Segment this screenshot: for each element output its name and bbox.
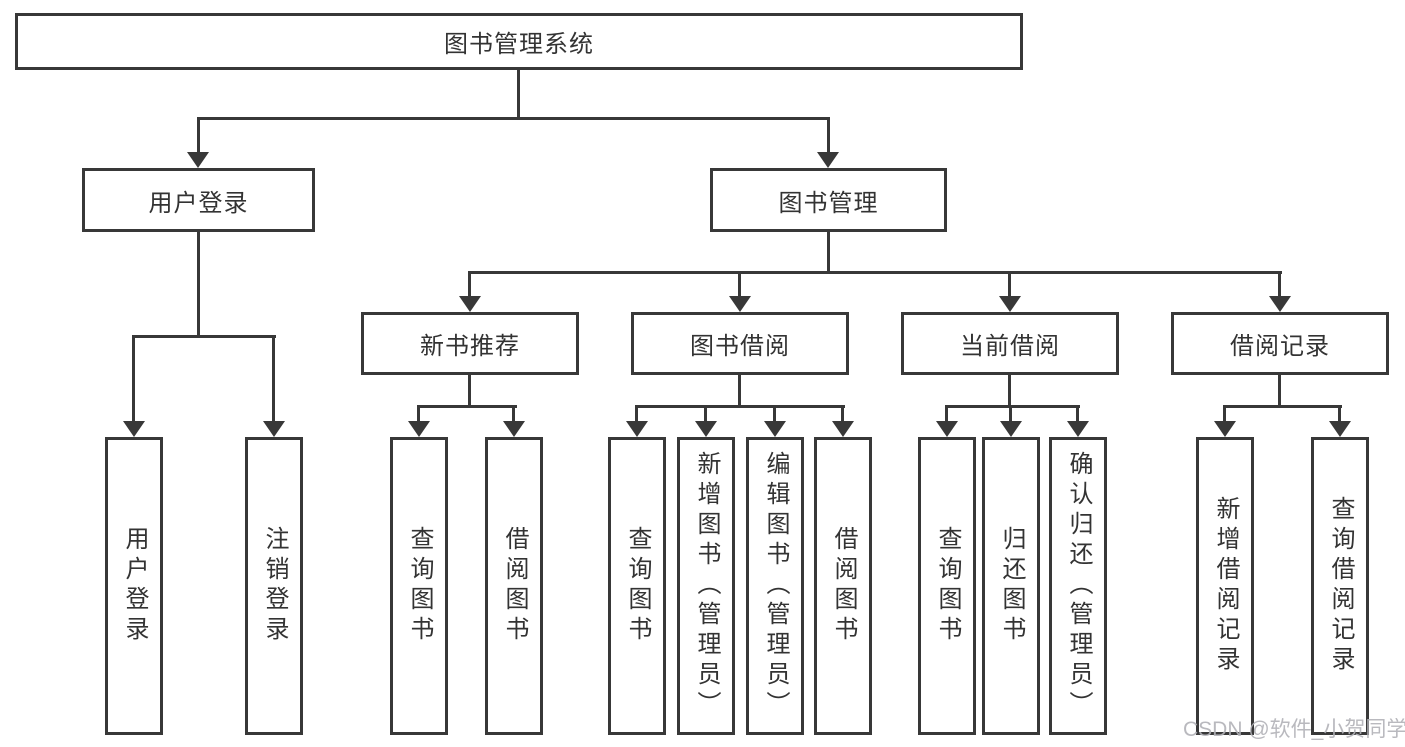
connector-currentborrow-leaf2-stem	[1009, 405, 1012, 423]
leaf-user-login: 用户登录	[105, 437, 163, 735]
arrowhead-leaf-userlogin	[123, 421, 145, 437]
connector-currentborrow-leaf1-stem	[945, 405, 948, 423]
connector-newbooks-leaf1-stem	[417, 405, 420, 423]
arrowhead-bookborrow-leaf4	[832, 421, 854, 437]
connector-currentborrow-stem	[1008, 271, 1011, 298]
leaf-borrow-borrow: 借阅图书	[814, 437, 872, 735]
leaf-borrow-query-label: 查询图书	[624, 526, 651, 646]
leaf-current-confirm-admin: 确认归还（管理员）	[1049, 437, 1107, 735]
connector-bookborrow-stem	[738, 271, 741, 298]
connector-leaf-logout-stem	[272, 335, 275, 423]
node-user-login: 用户登录	[82, 168, 315, 232]
connector-bookmgmt-down	[827, 232, 830, 273]
node-borrow-records: 借阅记录	[1171, 312, 1389, 375]
leaf-borrow-edit-admin: 编辑图书（管理员）	[746, 437, 804, 735]
arrowhead-bookborrow-leaf1	[626, 421, 648, 437]
node-new-books-label: 新书推荐	[420, 333, 520, 360]
arrowhead-currentborrow-leaf1	[936, 421, 958, 437]
node-root-label: 图书管理系统	[444, 31, 594, 58]
arrowhead-borrowrecords	[1269, 296, 1291, 312]
leaf-newbooks-borrow-label: 借阅图书	[501, 526, 528, 646]
leaf-logout: 注销登录	[245, 437, 303, 735]
node-book-management: 图书管理	[710, 168, 947, 232]
node-root-library-system: 图书管理系统	[15, 13, 1023, 70]
connector-bookborrow-leaf4-stem	[841, 405, 844, 423]
connector-bookborrow-down	[738, 375, 741, 407]
connector-newbooks-down	[468, 375, 471, 407]
leaf-borrow-add-admin-label: 新增图书（管理员）	[693, 451, 720, 721]
leaf-records-query: 查询借阅记录	[1311, 437, 1369, 735]
node-book-borrow: 图书借阅	[631, 312, 849, 375]
leaf-current-query: 查询图书	[918, 437, 976, 735]
connector-borrowrecords-crossbar	[1223, 405, 1342, 408]
connector-borrowrecords-leaf1-stem	[1223, 405, 1226, 423]
connector-bookborrow-crossbar	[635, 405, 845, 408]
leaf-records-query-label: 查询借阅记录	[1327, 496, 1354, 676]
connector-currentborrow-leaf3-stem	[1076, 405, 1079, 423]
connector-leaf-userlogin-stem	[132, 335, 135, 423]
connector-newbooks-stem	[468, 271, 471, 298]
node-current-borrow-label: 当前借阅	[960, 333, 1060, 360]
arrowhead-bookborrow-leaf3	[764, 421, 786, 437]
leaf-current-confirm-admin-label: 确认归还（管理员）	[1065, 451, 1092, 721]
arrowhead-userlogin	[187, 152, 209, 168]
arrowhead-currentborrow-leaf2	[1000, 421, 1022, 437]
leaf-borrow-edit-admin-label: 编辑图书（管理员）	[762, 451, 789, 721]
leaf-user-login-label: 用户登录	[121, 526, 148, 646]
connector-currentborrow-down	[1008, 375, 1011, 407]
leaf-newbooks-borrow: 借阅图书	[485, 437, 543, 735]
leaf-current-query-label: 查询图书	[934, 526, 961, 646]
arrowhead-borrowrecords-leaf1	[1214, 421, 1236, 437]
connector-userlogin-stem	[197, 117, 200, 154]
leaf-current-return-label: 归还图书	[998, 526, 1025, 646]
connector-bookmgmt-stem	[827, 117, 830, 154]
leaf-logout-label: 注销登录	[261, 526, 288, 646]
connector-bookborrow-leaf1-stem	[635, 405, 638, 423]
connector-newbooks-crossbar	[417, 405, 517, 408]
connector-level2-crossbar	[197, 117, 830, 120]
csdn-watermark: CSDN @软件_小贺同学	[1183, 718, 1405, 741]
node-book-management-label: 图书管理	[778, 189, 879, 217]
connector-root-stem	[517, 70, 520, 119]
arrowhead-bookborrow	[729, 296, 751, 312]
arrowhead-newbooks-leaf2	[503, 421, 525, 437]
arrowhead-currentborrow-leaf3	[1067, 421, 1089, 437]
connector-borrowrecords-down	[1278, 375, 1281, 407]
arrowhead-bookmgmt	[817, 152, 839, 168]
leaf-current-return: 归还图书	[982, 437, 1040, 735]
leaf-records-add: 新增借阅记录	[1196, 437, 1254, 735]
node-book-borrow-label: 图书借阅	[690, 333, 790, 360]
connector-userlogin-down	[197, 232, 200, 337]
node-borrow-records-label: 借阅记录	[1230, 333, 1330, 360]
leaf-borrow-add-admin: 新增图书（管理员）	[677, 437, 735, 735]
arrowhead-newbooks	[459, 296, 481, 312]
connector-bookborrow-leaf2-stem	[704, 405, 707, 423]
arrowhead-borrowrecords-leaf2	[1329, 421, 1351, 437]
arrowhead-currentborrow	[999, 296, 1021, 312]
leaf-records-add-label: 新增借阅记录	[1212, 496, 1239, 676]
connector-newbooks-leaf2-stem	[512, 405, 515, 423]
leaf-newbooks-query-label: 查询图书	[406, 526, 433, 646]
arrowhead-leaf-logout	[263, 421, 285, 437]
leaf-newbooks-query: 查询图书	[390, 437, 448, 735]
node-current-borrow: 当前借阅	[901, 312, 1119, 375]
connector-userlogin-crossbar	[132, 335, 276, 338]
node-new-books: 新书推荐	[361, 312, 579, 375]
arrowhead-newbooks-leaf1	[408, 421, 430, 437]
connector-bookborrow-leaf3-stem	[773, 405, 776, 423]
connector-currentborrow-crossbar	[945, 405, 1080, 408]
node-user-login-label: 用户登录	[148, 189, 249, 217]
connector-borrowrecords-stem	[1278, 271, 1281, 298]
leaf-borrow-borrow-label: 借阅图书	[830, 526, 857, 646]
connector-borrowrecords-leaf2-stem	[1338, 405, 1341, 423]
arrowhead-bookborrow-leaf2	[695, 421, 717, 437]
connector-level3-crossbar	[468, 271, 1282, 274]
leaf-borrow-query: 查询图书	[608, 437, 666, 735]
